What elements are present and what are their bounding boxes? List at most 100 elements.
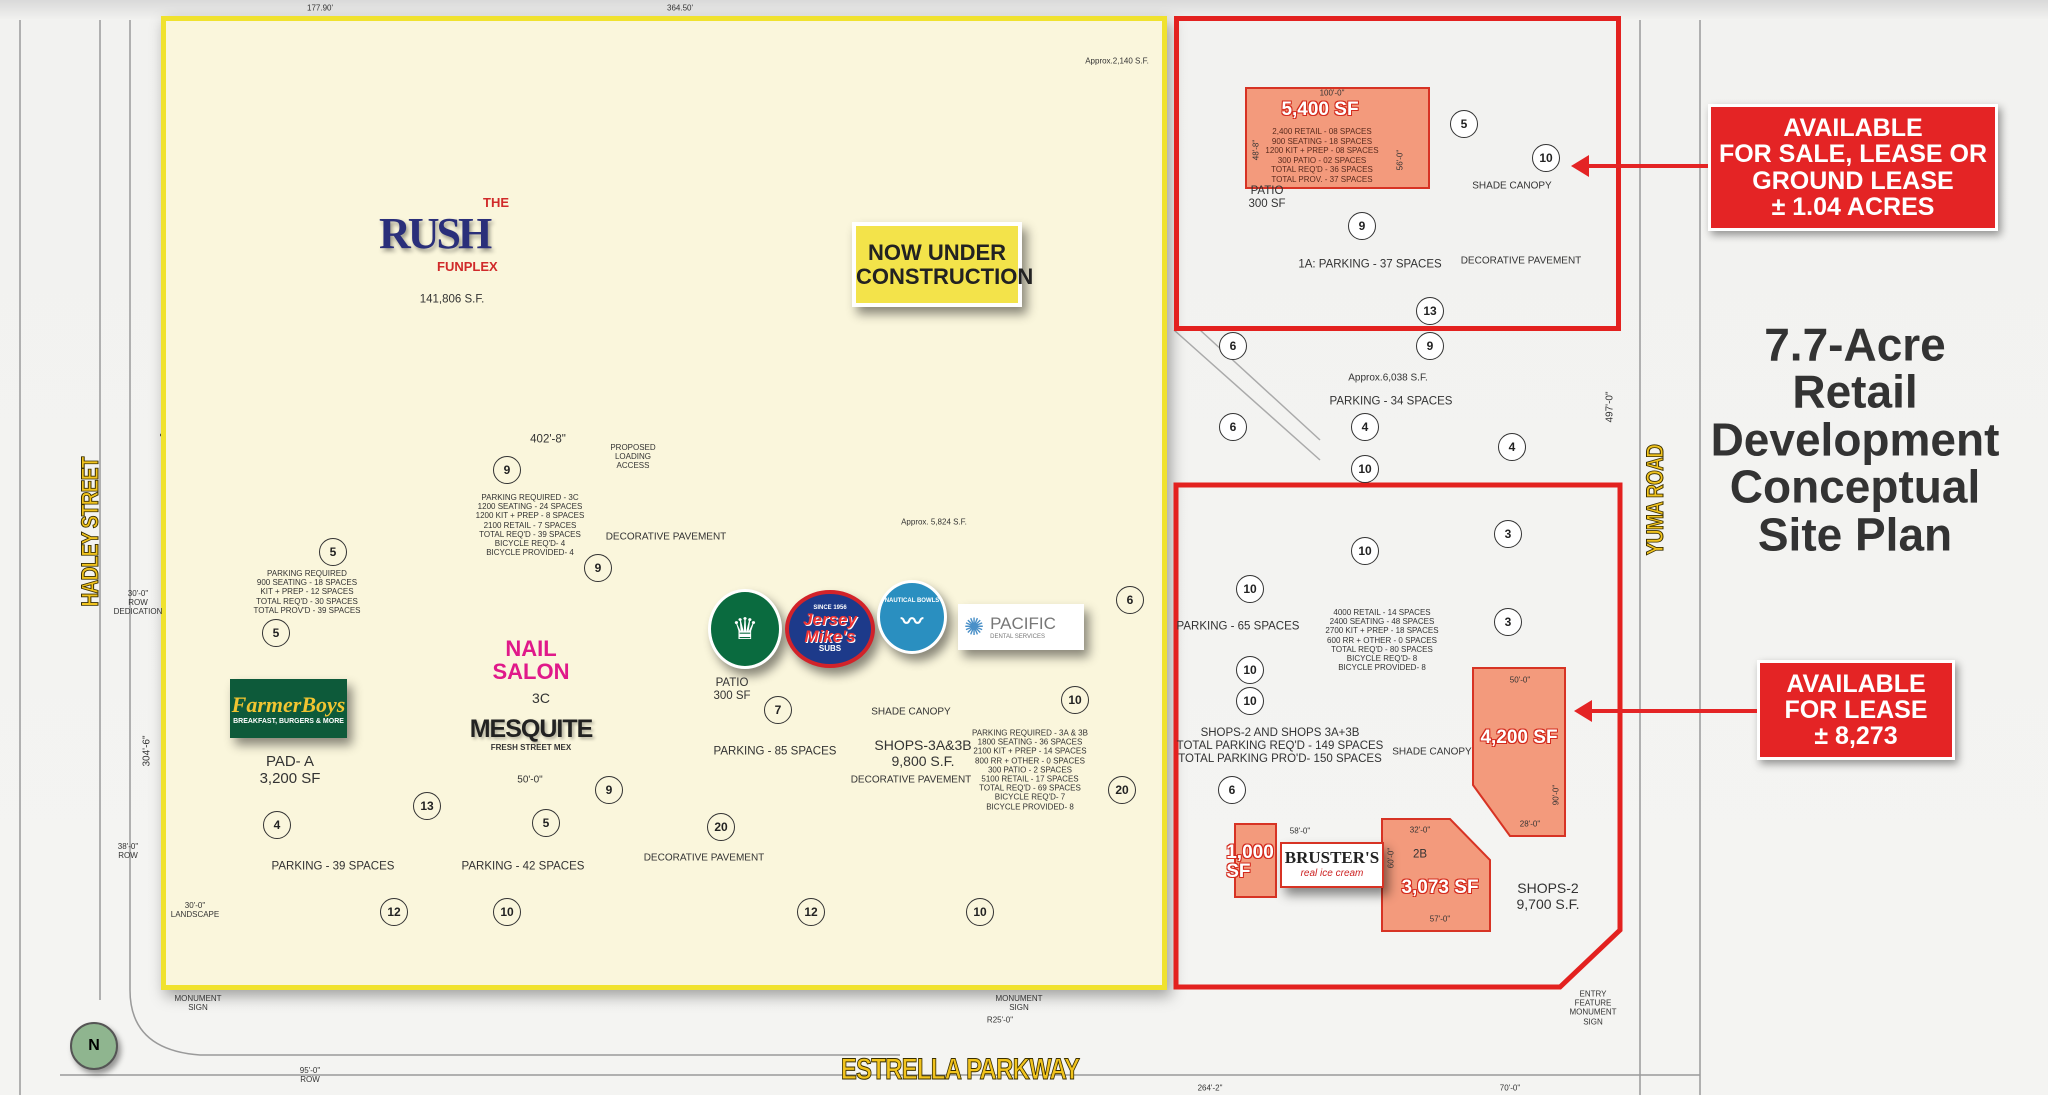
parcel-1000-dim: 58'-0" <box>1289 826 1311 836</box>
plan-label: PARKING - 34 SPACES <box>1329 395 1453 408</box>
jersey-mikes-logo: SINCE 1956 Jersey Mike's SUBS <box>785 590 875 668</box>
jersey-sub: SUBS <box>818 644 842 653</box>
stall-count-marker: 3 <box>1494 608 1522 636</box>
stall-count-marker: 3 <box>1494 520 1522 548</box>
parcel-5400-depth: 56'-0" <box>1395 149 1405 171</box>
plan-label-line: SHOPS-2 <box>1517 879 1579 896</box>
stall-count-marker: 6 <box>1116 586 1144 614</box>
unit-3c-label: 3C <box>532 689 550 706</box>
plan-label-line: 300 SF <box>713 690 751 702</box>
pacific-sub: DENTAL SERVICES <box>990 634 1046 640</box>
plan-label-line: 9,800 S.F. <box>891 753 955 769</box>
north-arrow-icon: N <box>70 1022 118 1070</box>
plan-label-line: BICYCLE REQ'D- 7 <box>994 792 1066 802</box>
plan-label: Approx.6,038 S.F. <box>1348 372 1428 384</box>
plan-label: DECORATIVE PAVEMENT <box>1460 255 1582 267</box>
stall-count-marker: 10 <box>493 898 521 926</box>
parcel-3073-top: 32'-0" <box>1409 825 1431 835</box>
plan-label: PARKING - 65 SPACES <box>1176 620 1300 633</box>
parcel-3073-shape <box>1381 818 1491 932</box>
plan-label-line: MONUMENT <box>995 993 1043 1003</box>
rush-sub: FUNPLEX <box>437 259 498 274</box>
mesquite-name: MESQUITE <box>469 715 594 743</box>
plan-label-line: SHOPS-3A&3B <box>874 736 972 753</box>
stall-count-marker: 5 <box>262 619 290 647</box>
plan-label: 177.90' <box>307 3 333 13</box>
parcel-5400-width: 100'-0" <box>1319 88 1345 98</box>
plan-label-line: ROW <box>118 851 138 860</box>
parcel-4200-side: 90'-0" <box>1551 784 1561 806</box>
plan-label-line: TOTAL PROV'D - 39 SPACES <box>253 605 361 615</box>
plan-label-line: TOTAL PARKING REQ'D - 149 SPACES <box>1176 740 1384 753</box>
parcel-4200-area: 4,200 SF <box>1480 727 1558 748</box>
plan-label-line: 800 RR + OTHER - 0 SPACES <box>975 756 1085 766</box>
stall-count-marker: 4 <box>263 811 291 839</box>
plan-label-line: BICYCLE REQ'D- 8 <box>1346 653 1418 663</box>
plan-label-line: BICYCLE REQ'D- 4 <box>494 538 566 548</box>
brusters-name: BRUSTER'S <box>1284 848 1380 867</box>
plan-label-line: 300 PATIO - 2 SPACES <box>987 765 1073 775</box>
plan-label-line: PROPOSED <box>610 443 656 453</box>
stall-count-marker: 9 <box>493 456 521 484</box>
plan-label-line: BICYCLE PROVIDED- 8 <box>1338 662 1426 672</box>
plan-label: 402'-8" <box>530 433 566 446</box>
available-zone-north <box>1174 16 1621 331</box>
plan-label-line: 2100 KIT + PREP - 14 SPACES <box>973 747 1087 757</box>
plan-label-line: KIT + PREP - 12 SPACES <box>260 587 354 597</box>
parcel-3073-bottom: 57'-0" <box>1429 914 1451 924</box>
stall-count-marker: 13 <box>413 792 441 820</box>
plan-label-line: FEATURE <box>1574 998 1612 1008</box>
plan-label: Approx.2,140 S.F. <box>1085 56 1149 66</box>
plan-label: 364.50' <box>667 3 693 13</box>
stall-count-marker: 9 <box>595 776 623 804</box>
parcel-3073-area: 3,073 SF <box>1401 877 1479 898</box>
plan-label-line: SIGN <box>188 1003 208 1012</box>
rush-name: RUSH <box>379 209 492 258</box>
stall-count-marker: 10 <box>966 898 994 926</box>
plan-label-line: MONUMENT <box>174 993 222 1003</box>
plan-label-line: BICYCLE PROVIDED- 4 <box>486 547 574 557</box>
stall-count-marker: 6 <box>1218 776 1246 804</box>
plan-label: SHADE CANOPY <box>1472 180 1552 192</box>
plan-label-line: 1200 SEATING - 24 SPACES <box>477 502 583 512</box>
parcel-1000[interactable] <box>1234 823 1277 898</box>
stall-count-marker: 4 <box>1498 433 1526 461</box>
plan-label-line: 900 SEATING - 18 SPACES <box>256 578 358 588</box>
plan-label-line: PATIO <box>715 676 749 689</box>
parcel-5400[interactable] <box>1245 87 1430 189</box>
stall-count-marker: 10 <box>1351 537 1379 565</box>
plan-label-line: MONUMENT <box>1569 1008 1617 1017</box>
plan-label-line: 300 SF <box>1248 198 1286 210</box>
under-construction-zone <box>161 16 1167 990</box>
siren-icon: ♛ <box>731 612 759 646</box>
banner-line: CONSTRUCTION <box>856 263 1034 289</box>
plan-label: Approx. 5,824 S.F. <box>901 517 967 527</box>
stall-count-marker: 4 <box>1351 413 1379 441</box>
plan-label: 95'-0"ROW <box>300 1066 320 1084</box>
stall-count-marker: 10 <box>1236 575 1264 603</box>
jersey-since: SINCE 1956 <box>813 605 847 611</box>
parcel-4200-shape <box>1472 667 1566 837</box>
mesquite-logo: MESQUITE FRESH STREET MEX <box>466 715 596 760</box>
plan-label-line: PARKING REQUIRED - 3A & 3B <box>972 728 1088 738</box>
stall-count-marker: 13 <box>1416 297 1444 325</box>
plan-label-line: 30'-0" <box>184 900 206 910</box>
arrow-left-icon <box>1574 700 1757 722</box>
plan-label-line: 2700 KIT + PREP - 18 SPACES <box>1325 626 1439 636</box>
plan-label-line: SIGN <box>1583 1017 1603 1027</box>
parcel-3073-name: 2B <box>1412 848 1428 861</box>
plan-label: R25'-0" <box>986 1015 1014 1025</box>
rush-the: THE <box>483 195 509 210</box>
